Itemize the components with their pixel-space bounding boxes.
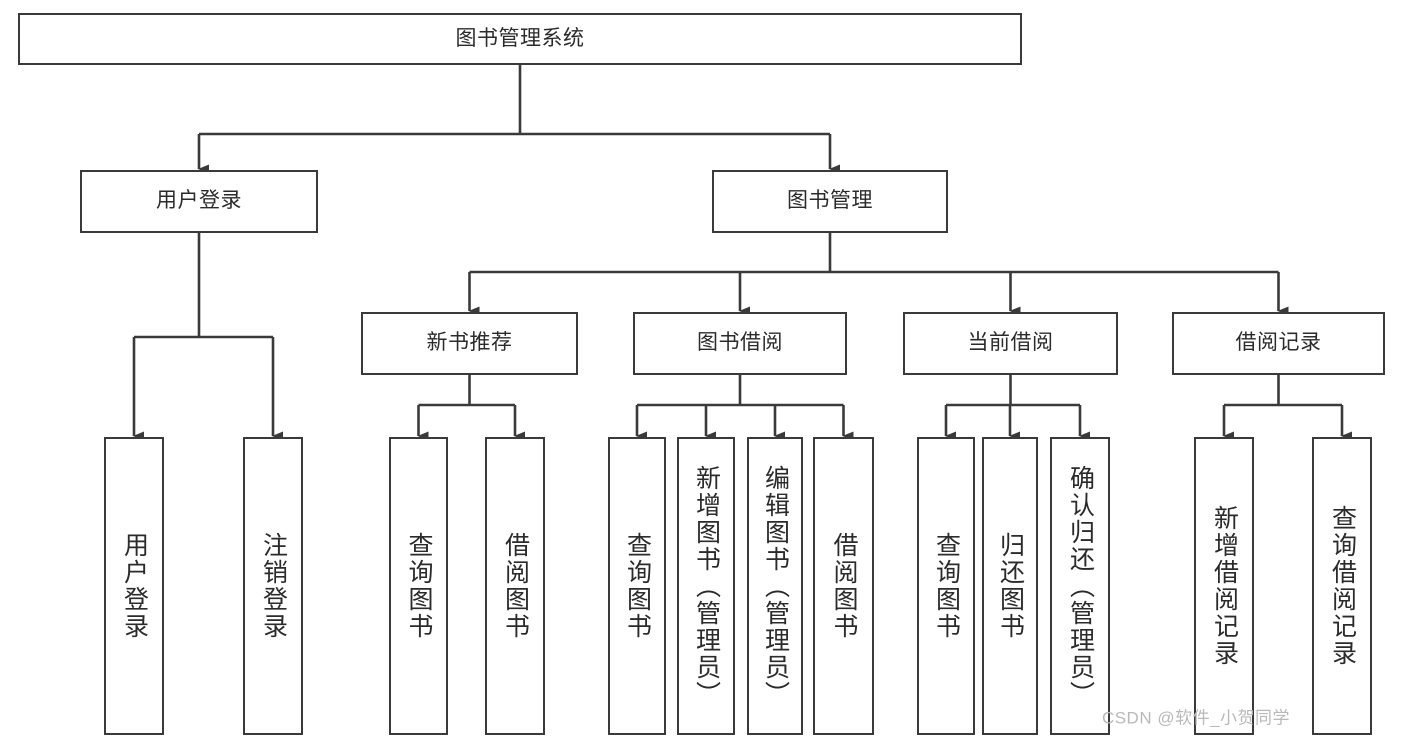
node-leaf-borrow-2[interactable]: 借阅图书 <box>813 437 874 735</box>
node-book-borrow[interactable]: 图书借阅 <box>633 312 847 375</box>
node-label: 借阅图书 <box>501 532 530 640</box>
node-current-borrow[interactable]: 当前借阅 <box>903 312 1118 375</box>
node-leaf-logout[interactable]: 注销登录 <box>243 437 303 735</box>
node-leaf-query-2[interactable]: 查询图书 <box>608 437 666 735</box>
node-label: 查询图书 <box>932 532 961 640</box>
node-label: 当前借阅 <box>967 331 1054 355</box>
node-label: 确认归还（管理员） <box>1066 464 1095 708</box>
node-leaf-edit-book[interactable]: 编辑图书（管理员） <box>747 437 803 735</box>
node-label: 查询图书 <box>405 532 433 640</box>
node-label: 注销登录 <box>259 532 288 640</box>
node-label: 新增借阅记录 <box>1210 505 1239 667</box>
node-label: 借阅图书 <box>830 532 858 640</box>
node-label: 新书推荐 <box>426 331 513 355</box>
node-label: 图书借阅 <box>697 331 783 355</box>
node-book-mgmt[interactable]: 图书管理 <box>712 170 948 233</box>
node-label: 编辑图书（管理员） <box>761 464 790 708</box>
connector-lines <box>132 65 1352 441</box>
node-new-book-rec[interactable]: 新书推荐 <box>361 312 578 375</box>
node-leaf-user-login[interactable]: 用户登录 <box>104 437 164 735</box>
node-leaf-confirm[interactable]: 确认归还（管理员） <box>1050 437 1110 735</box>
node-leaf-return[interactable]: 归还图书 <box>982 437 1038 735</box>
node-label: 新增图书（管理员） <box>692 464 721 708</box>
node-leaf-add-rec[interactable]: 新增借阅记录 <box>1194 437 1254 735</box>
node-borrow-record[interactable]: 借阅记录 <box>1172 312 1385 375</box>
node-label: 借阅记录 <box>1235 331 1322 355</box>
node-user-login[interactable]: 用户登录 <box>80 170 318 233</box>
node-label: 查询图书 <box>623 532 652 640</box>
node-leaf-query-3[interactable]: 查询图书 <box>917 437 975 735</box>
node-leaf-query-1[interactable]: 查询图书 <box>389 437 448 735</box>
node-leaf-borrow-1[interactable]: 借阅图书 <box>485 437 545 735</box>
node-label: 图书管理 <box>787 189 873 213</box>
node-label: 查询借阅记录 <box>1328 505 1357 667</box>
node-label: 用户登录 <box>120 532 149 640</box>
node-leaf-add-book[interactable]: 新增图书（管理员） <box>677 437 735 735</box>
node-label: 图书管理系统 <box>455 26 585 50</box>
watermark: CSDN @软件_小贺同学 <box>1101 708 1291 728</box>
node-leaf-query-rec[interactable]: 查询借阅记录 <box>1312 437 1372 735</box>
node-label: 归还图书 <box>996 532 1025 640</box>
node-root[interactable]: 图书管理系统 <box>18 13 1022 65</box>
node-label: 用户登录 <box>156 189 242 213</box>
